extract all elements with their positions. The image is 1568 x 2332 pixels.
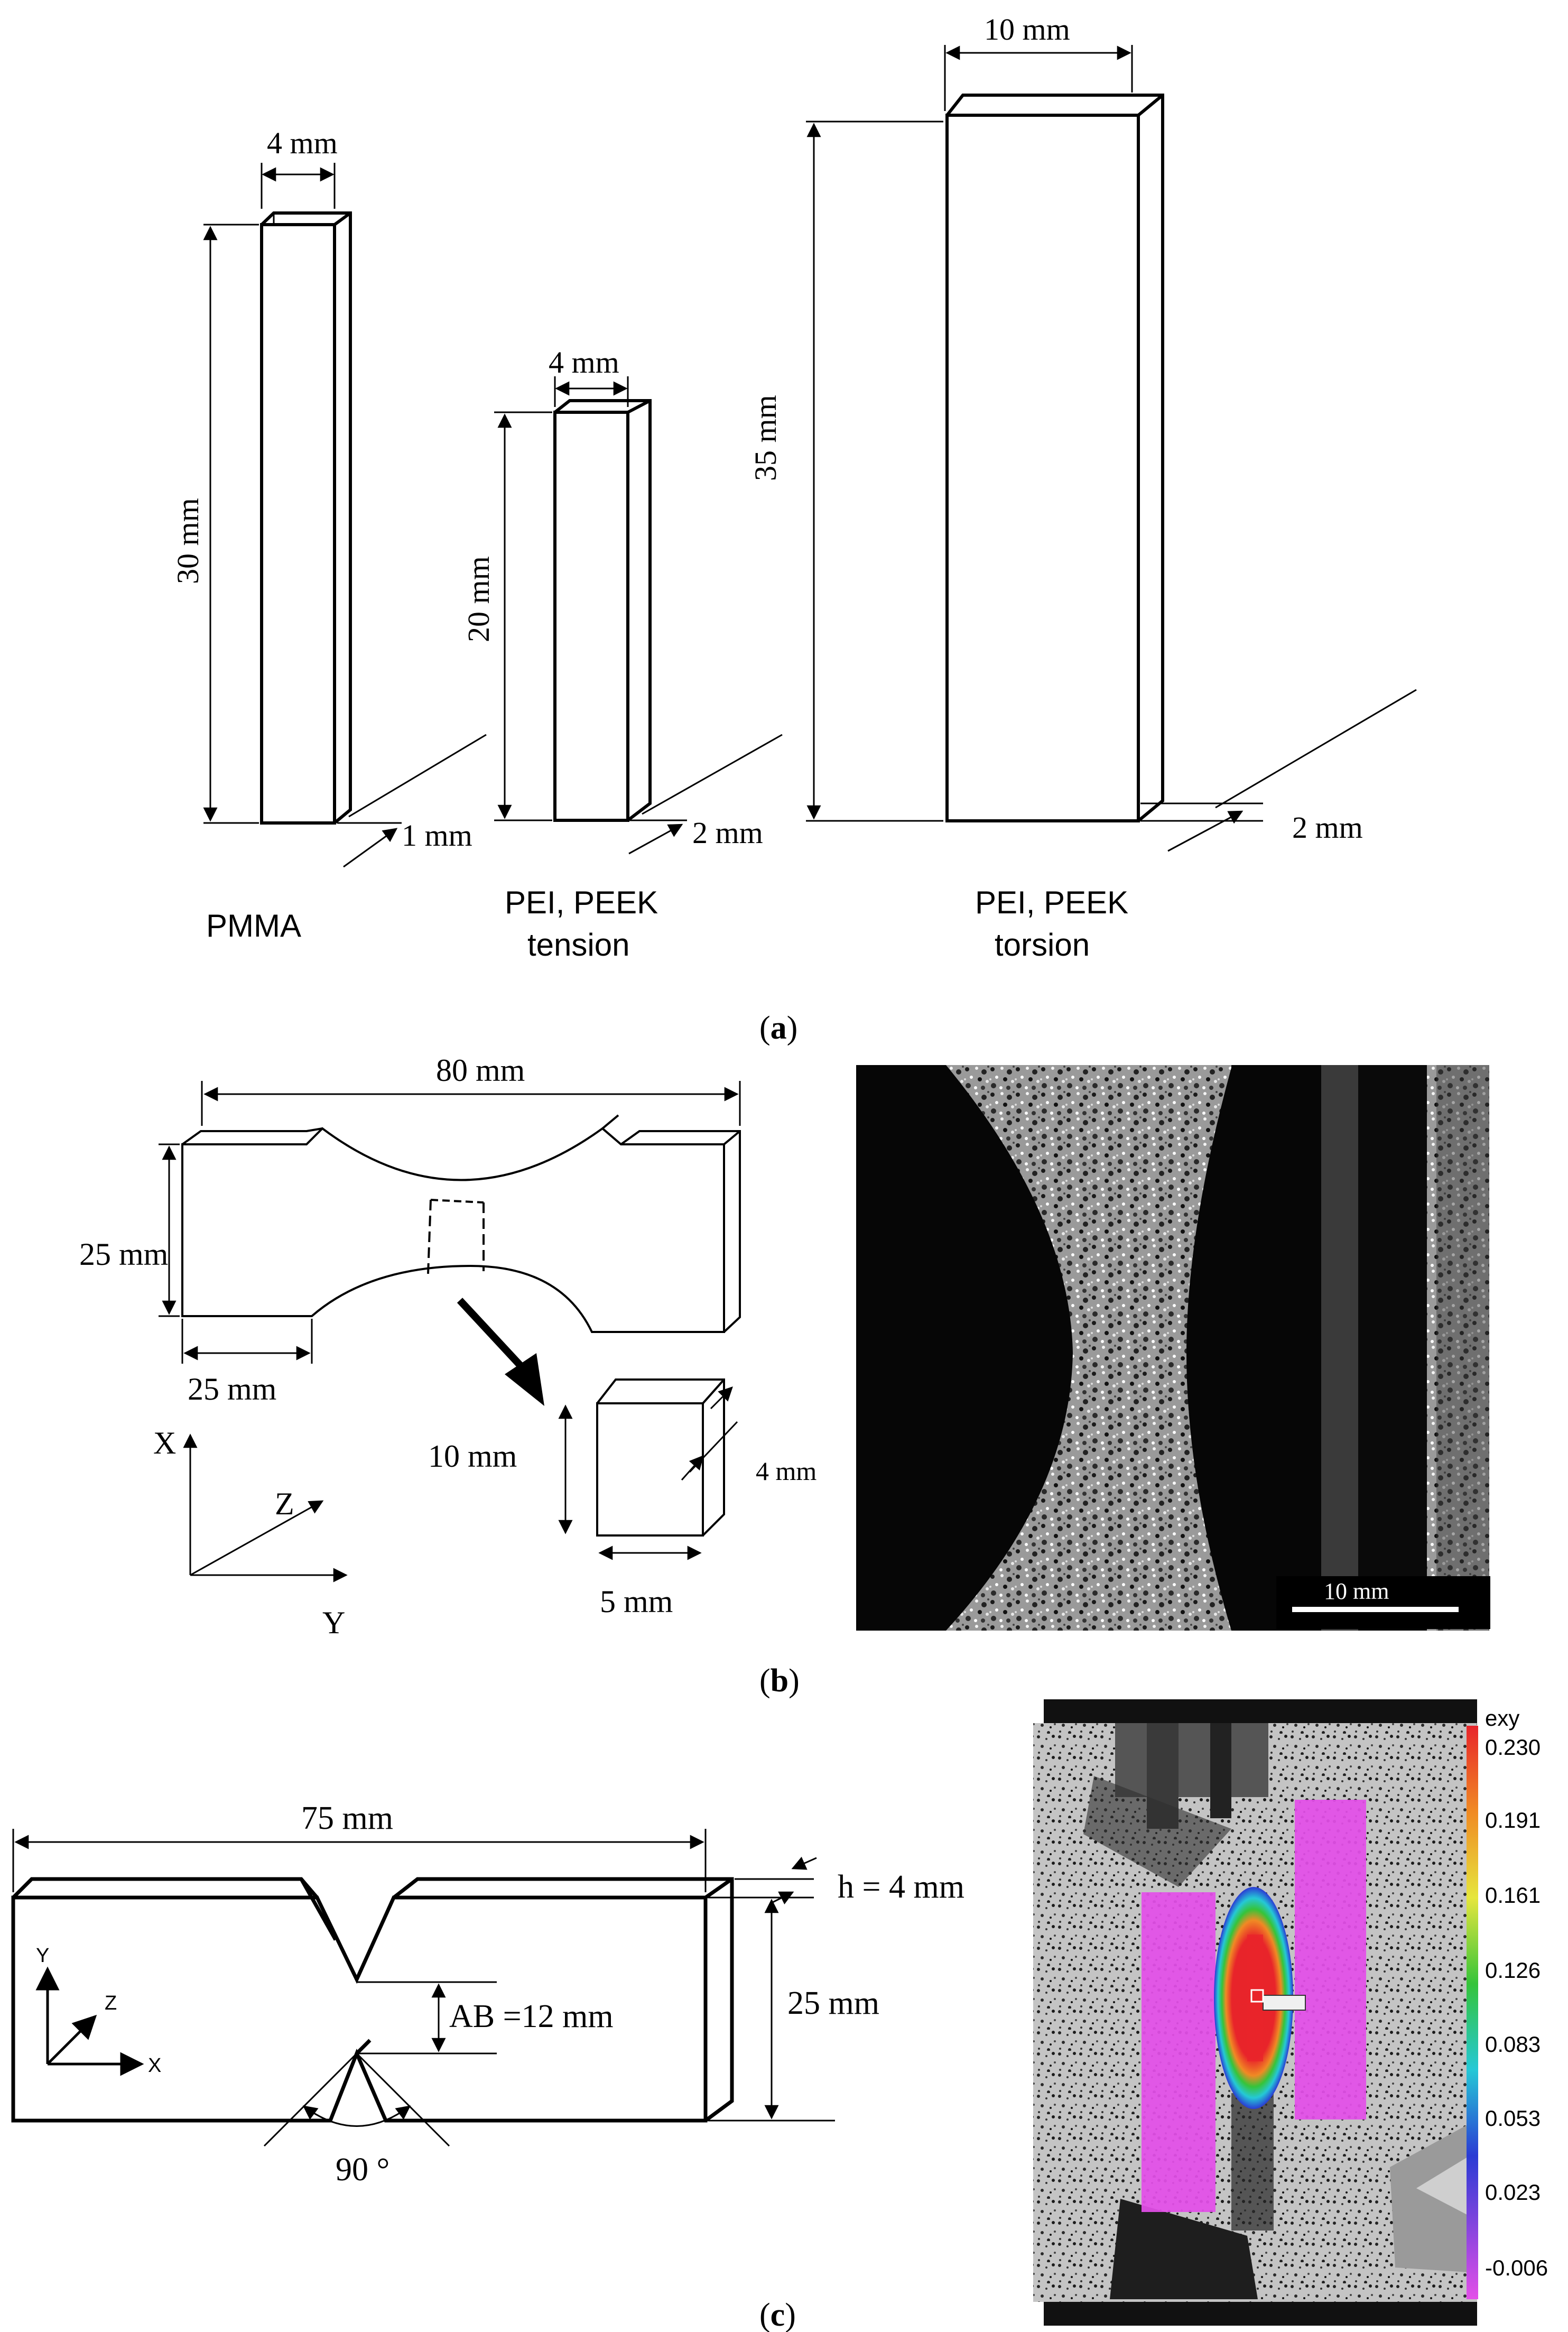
notched-thickness-label: h = 4 mm [838,1869,964,1905]
colorbar-tick: 0.230 [1485,1735,1541,1760]
dogbone-grip-label: 25 mm [188,1372,276,1406]
panel-b-caption: (b) [759,1663,800,1699]
panel-a-caption-open: ( [759,1010,771,1046]
panel-c-axes [35,1966,144,2076]
pmma-dimensions [203,163,487,868]
tension-name-line2: tension [527,927,629,963]
panel-b-caption-close: ) [788,1663,800,1699]
panel-a-caption-letter: a [771,1010,787,1046]
torsion-name-line1: PEI, PEEK [975,885,1128,920]
tension-thickness-label: 2 mm [692,816,763,850]
gauge-cube [596,1378,725,1537]
panel-b-axis-x: X [153,1426,176,1460]
colorbar-tick: 0.126 [1485,1958,1541,1983]
tension-dimensions [494,376,783,855]
dogbone-height-label: 25 mm [79,1237,168,1272]
colorbar-tick: -0.006 [1485,2255,1548,2280]
torsion-name-line2: torsion [995,927,1090,963]
panel-c-axis-z: Z [105,1992,117,2014]
tension-width-label: 4 mm [549,345,619,380]
torsion-height-label: 35 mm [748,395,783,481]
pmma-width-label: 4 mm [267,126,338,160]
panel-c-axis-y: Y [36,1945,49,1967]
torsion-specimen [945,94,1164,822]
panel-b: 80 mm 25 mm 25 mm 10 mm 5 mm 4 mm [79,1053,1490,1699]
panel-a-caption-close: ) [787,1010,798,1046]
colorbar-tick: 0.191 [1485,1808,1541,1833]
tension-height-label: 20 mm [461,556,496,642]
notched-angle-label: 90 ° [336,2152,389,2188]
scale-bar-label: 10 mm [1324,1578,1389,1604]
torsion-thickness-label: 2 mm [1292,810,1363,845]
colorbar-tick: 0.023 [1485,2180,1541,2205]
tension-name-line1: PEI, PEEK [505,885,658,920]
panel-c-caption-close: ) [785,2297,796,2332]
dogbone-specimen [181,1114,741,1333]
colorbar-tick: 0.053 [1485,2106,1541,2131]
panel-b-caption-open: ( [759,1663,771,1699]
panel-a-caption: (a) [759,1010,797,1046]
pmma-thickness-label: 1 mm [402,818,472,853]
speckle-photo [856,1065,1490,1631]
gauge-width-label: 5 mm [600,1584,673,1619]
panel-b-axes [183,1433,348,1583]
gauge-thickness-label: 4 mm [756,1456,817,1486]
panel-b-caption-letter: b [771,1663,788,1699]
torsion-width-label: 10 mm [984,12,1070,47]
notched-height-label: 25 mm [787,1985,879,2021]
colorbar-tick: 0.161 [1485,1883,1541,1908]
colorbar-title: exy [1485,1706,1519,1731]
notched-specimen [11,1877,734,2123]
colorbar: exy 0.230 0.191 0.161 0.126 0.083 0.053 … [1467,1706,1548,2299]
panel-c-axis-x: X [148,2055,161,2077]
gauge-arrow [457,1298,544,1406]
dic-strain-photo [1033,1699,1477,2326]
torsion-dimensions [806,45,1417,852]
panel-a: 4 mm 30 mm 1 mm PMMA 4 mm 20 mm 2 mm PEI… [171,12,1417,1046]
pmma-specimen [260,211,352,825]
colorbar-tick: 0.083 [1485,2032,1541,2057]
notched-ab-label: AB =12 mm [449,1998,614,2034]
dogbone-length-label: 80 mm [436,1053,525,1088]
panel-c-caption: (c) [759,2297,796,2332]
pmma-height-label: 30 mm [171,498,205,584]
panel-c: 75 mm h = 4 mm 25 mm AB =12 mm 90 ° Y X … [11,1699,1548,2332]
notched-length-label: 75 mm [301,1800,393,1836]
dogbone-dimensions [159,1081,741,1364]
pmma-name-label: PMMA [206,908,301,943]
tension-specimen [553,399,652,822]
notched-dimensions [12,1829,835,2147]
gauge-height-label: 10 mm [428,1439,517,1474]
gauge-dimensions [558,1386,738,1560]
panel-b-axis-y: Y [322,1605,345,1640]
panel-c-caption-open: ( [759,2297,771,2332]
panel-b-axis-z: Z [275,1486,294,1521]
panel-c-caption-letter: c [771,2297,785,2332]
